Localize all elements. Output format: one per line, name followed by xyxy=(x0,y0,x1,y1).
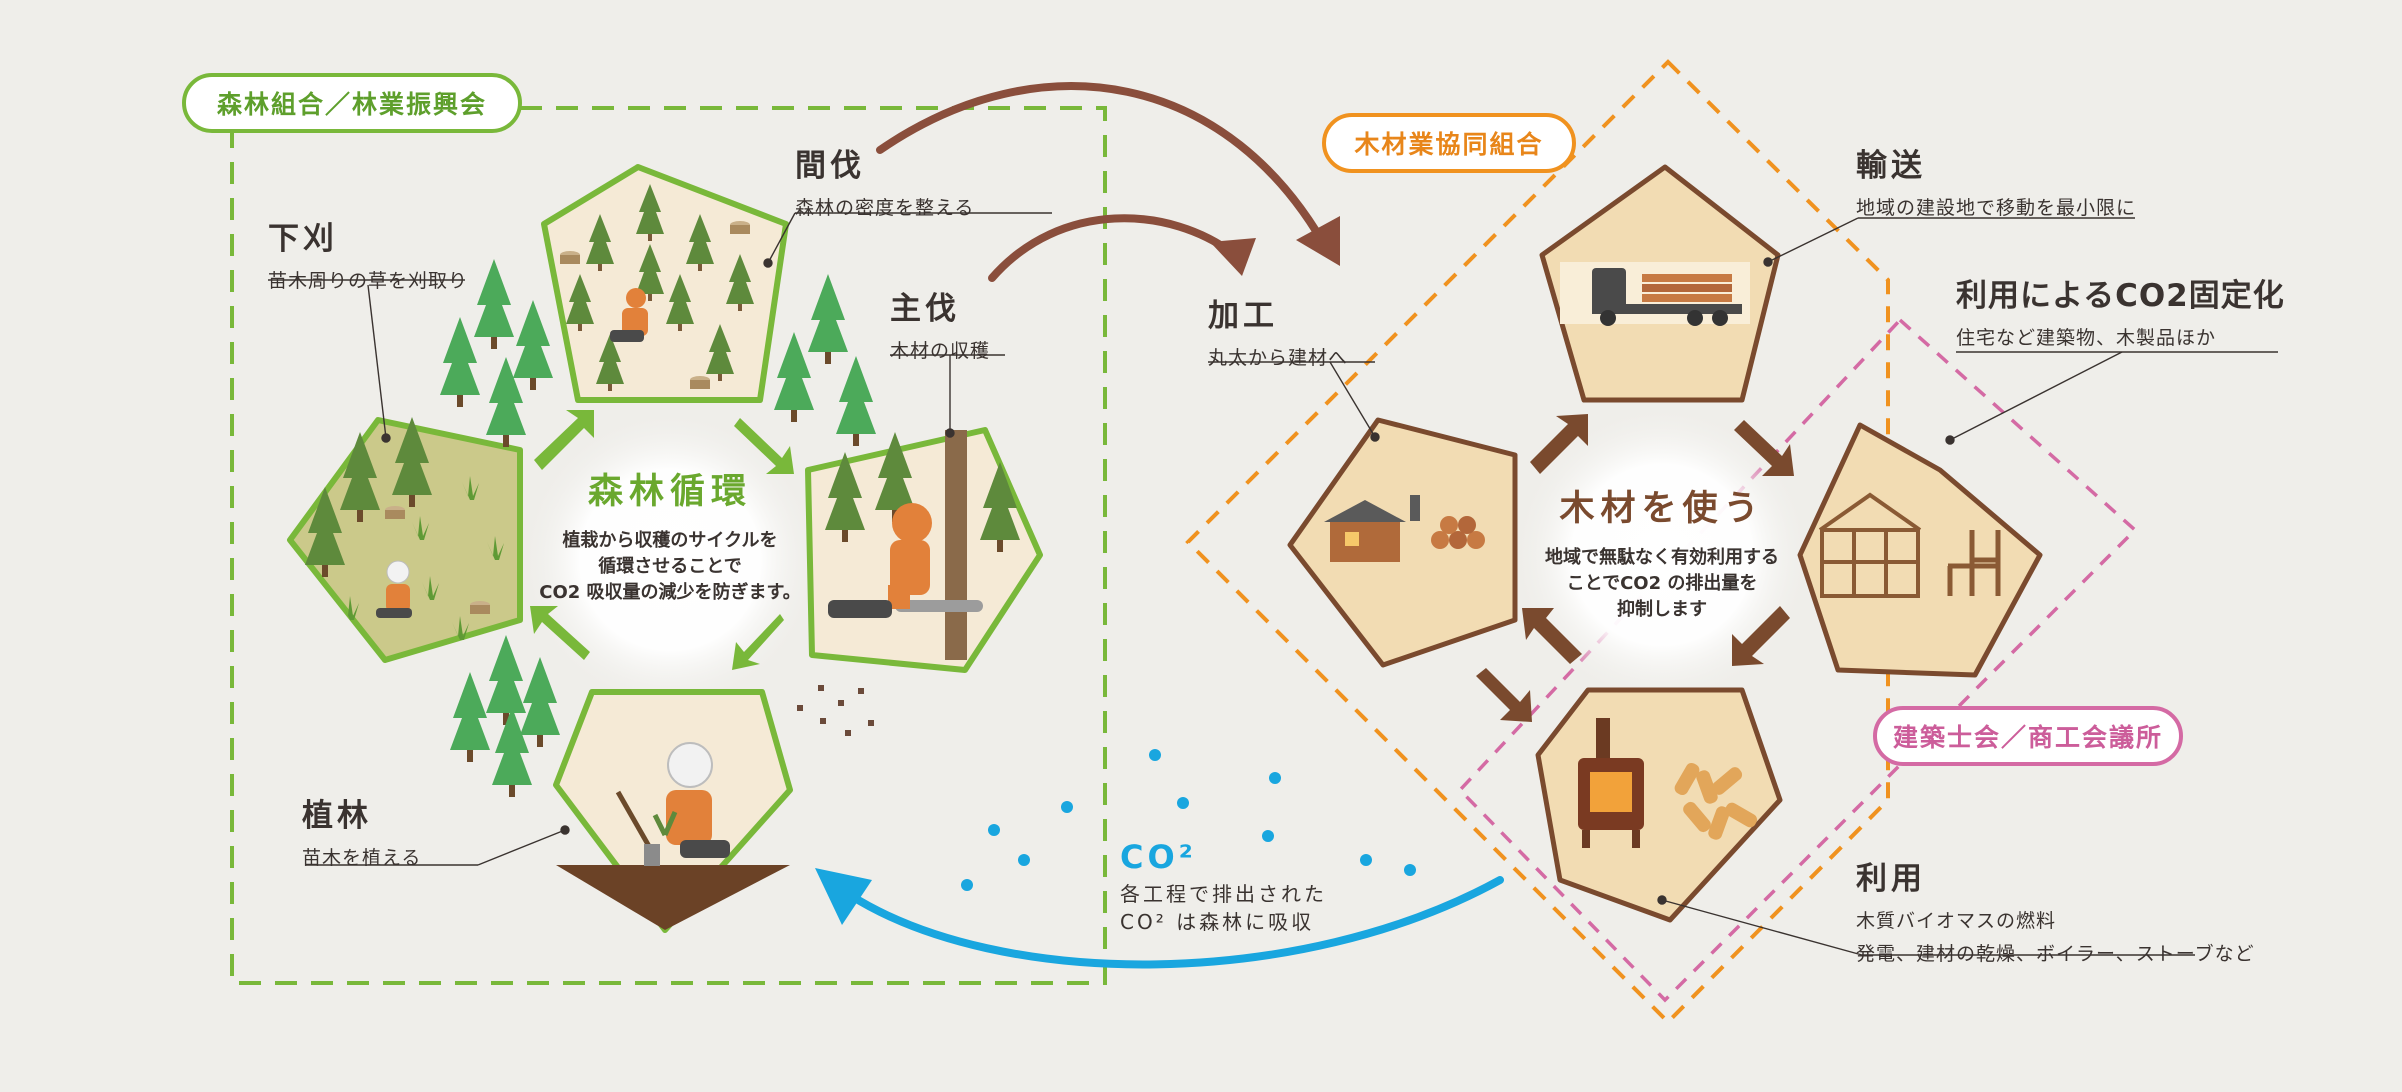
forest-cycle-description: 植栽から収穫のサイクルを 循環させることで CO2 吸収量の減少を防ぎます。 xyxy=(539,530,801,603)
step-planting-desc: 苗木を植える xyxy=(302,847,422,869)
worker-icon xyxy=(610,288,648,342)
shovel-icon xyxy=(615,790,660,866)
forest-cycle-title: 森林循環 xyxy=(587,472,752,512)
co2-label: CO² 各工程で排出された CO² は森林に吸収 xyxy=(1120,838,1327,936)
wood-use-title: 木材を使う xyxy=(1559,489,1765,529)
step-thinning-title: 間伐 xyxy=(795,148,865,184)
step-thinning-desc: 森林の密度を整える xyxy=(795,197,975,219)
step-processing-desc: 丸太から建材へ xyxy=(1208,347,1349,369)
worker-icon xyxy=(666,742,730,858)
sawmill-icon xyxy=(1324,495,1485,562)
step-weeding-desc: 苗木周りの草を刈取り xyxy=(268,270,469,292)
wood-use-description: 地域で無駄なく有効利用する ことでCO2 の排出量を 抑制します xyxy=(1545,547,1779,620)
forest-group-box xyxy=(230,106,1107,985)
leader-lines-wood xyxy=(1208,217,2278,956)
step-weeding: 下刈 苗木周りの草を刈取り xyxy=(268,213,468,293)
co2-description: 各工程で排出された CO² は森林に吸収 xyxy=(1120,882,1327,934)
wood-cycle-arrows xyxy=(1476,414,1794,722)
wood-use-center: 木材を使う 地域で無駄なく有効利用する ことでCO2 の排出量を 抑制します xyxy=(1512,480,1812,623)
step-processing-title: 加工 xyxy=(1208,298,1278,334)
step-transport-title: 輸送 xyxy=(1856,148,1926,184)
timber-cooperative-label: 木材業協同組合 xyxy=(1322,113,1576,173)
step-transport-desc: 地域の建設地で移動を最小限に xyxy=(1856,197,2137,219)
worker-icon xyxy=(376,560,412,618)
flow-arrow-thinning-to-processing xyxy=(876,82,1334,259)
usage-pentagon xyxy=(1535,687,1783,923)
step-usage-desc: 木質バイオマスの燃料 xyxy=(1856,910,2057,932)
chair-icon xyxy=(1947,530,2001,596)
fixation-pentagon xyxy=(1797,422,2043,678)
step-final-harvest-desc: 木材の収穫 xyxy=(890,340,991,362)
forest-cycle-glow xyxy=(520,410,820,710)
step-processing: 加工 丸太から建材へ xyxy=(1208,290,1348,370)
arrowhead-harvest xyxy=(1210,238,1256,276)
forest-association-label: 森林組合／林業振興会 xyxy=(182,73,522,133)
house-frame-icon xyxy=(1818,492,1922,598)
thinning-pentagon xyxy=(541,164,789,403)
step-final-harvest: 主伐 木材の収穫 xyxy=(890,283,990,363)
co2-arrowhead xyxy=(815,868,872,925)
step-co2-fixation-title: 利用によるCO2固定化 xyxy=(1956,278,2285,314)
sawdust-particles xyxy=(797,685,874,736)
step-co2-fixation-desc: 住宅など建築物、木製品ほか xyxy=(1956,327,2217,349)
step-weeding-title: 下刈 xyxy=(268,221,338,257)
forest-cycle-arrows xyxy=(530,410,794,670)
step-usage-desc2: 発電、建材の乾燥、ボイラー、ストーブなど xyxy=(1856,943,2255,965)
pellets-icon xyxy=(1674,762,1758,840)
wood-use-glow xyxy=(1512,405,1812,705)
step-planting: 植林 苗木を植える xyxy=(302,790,421,870)
leader-lines-forest xyxy=(268,212,1052,866)
step-co2-fixation: 利用によるCO2固定化 住宅など建築物、木製品ほか xyxy=(1956,270,2285,350)
step-final-harvest-title: 主伐 xyxy=(890,291,960,327)
processing-pentagon xyxy=(1287,417,1518,668)
worker-icon xyxy=(828,503,932,618)
step-thinning: 間伐 森林の密度を整える xyxy=(795,140,974,220)
architects-label: 建築士会／商工会議所 xyxy=(1873,706,2183,766)
co2-title: CO² xyxy=(1120,838,1197,876)
co2-return-arrow xyxy=(846,876,1504,969)
transport-pentagon xyxy=(1539,164,1781,403)
step-usage-title: 利用 xyxy=(1856,861,1926,897)
arrowhead-thinning xyxy=(1296,216,1340,266)
truck-icon xyxy=(1560,262,1750,326)
forest-cycle-center: 森林循環 植栽から収穫のサイクルを 循環させることで CO2 吸収量の減少を防ぎ… xyxy=(520,463,820,606)
co2-dots xyxy=(961,749,1416,891)
flow-arrow-harvest-to-processing xyxy=(988,214,1239,282)
stove-icon xyxy=(1578,718,1644,848)
step-usage: 利用 木質バイオマスの燃料 発電、建材の乾燥、ボイラー、ストーブなど xyxy=(1856,853,2255,966)
timber-cooperative-diamond xyxy=(1185,59,1890,1025)
weeding-pentagon xyxy=(287,417,523,663)
step-planting-title: 植林 xyxy=(302,798,372,834)
planting-pentagon xyxy=(553,689,793,933)
step-transport: 輸送 地域の建設地で移動を最小限に xyxy=(1856,140,2136,220)
harvest-pentagon xyxy=(805,427,1043,673)
